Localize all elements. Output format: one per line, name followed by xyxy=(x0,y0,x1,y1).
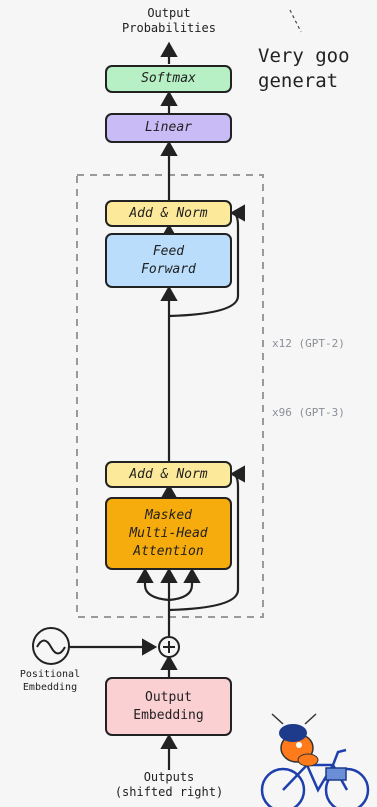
linear-block: Linear xyxy=(105,113,232,143)
side-note-text: Very goo generat xyxy=(258,45,350,92)
positional-embedding-label: Positional Embedding xyxy=(19,669,81,693)
masked-attention-block: Masked Multi-Head Attention xyxy=(105,497,232,570)
repeat-label-gpt2: x12 (GPT-2) xyxy=(272,337,345,350)
outputs-shifted-label: Outputs (shifted right) xyxy=(114,770,224,799)
attention-residual xyxy=(168,465,246,612)
add-norm-top-block: Add & Norm xyxy=(105,200,232,227)
feed-forward-block: Feed Forward xyxy=(105,233,232,288)
repeat-label-gpt3: x96 (GPT-3) xyxy=(272,406,345,419)
add-norm-bottom-block: Add & Norm xyxy=(105,461,232,488)
feedforward-residual xyxy=(168,204,246,318)
output-embedding-block: Output Embedding xyxy=(105,677,232,736)
annotation-tick xyxy=(289,9,302,33)
attention-branch-v xyxy=(168,567,201,602)
attention-branch-q xyxy=(136,567,170,602)
bicycle-mascot-icon xyxy=(260,713,370,807)
sine-wave-icon xyxy=(32,627,70,665)
output-probabilities-label: Output Probabilities xyxy=(122,6,216,35)
softmax-block: Softmax xyxy=(105,65,232,93)
plus-circle-icon xyxy=(158,636,180,658)
